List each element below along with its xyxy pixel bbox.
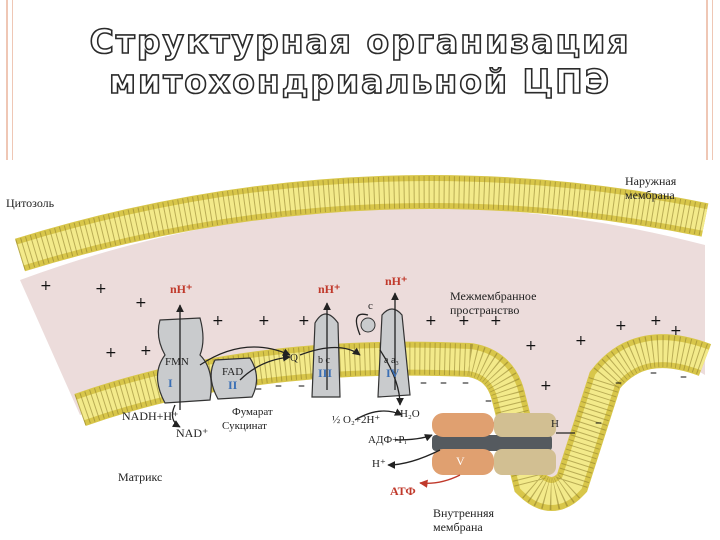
cytochrome-c: [360, 317, 376, 333]
svg-text:+: +: [490, 313, 502, 329]
label-fad: FAD: [222, 366, 243, 378]
label-h-plus: H⁺: [372, 458, 386, 470]
label-inner-membrane-1: Внутренняя: [433, 506, 495, 520]
title-block: Структурная организация митохондриальной…: [0, 21, 720, 102]
label-fmn: FMN: [165, 356, 189, 368]
label-fumarate: Фумарат: [232, 406, 273, 418]
svg-text:+: +: [140, 343, 152, 359]
label-intermembrane-2: пространство: [450, 303, 519, 317]
atp-synthase-head-bottom: [432, 449, 494, 475]
label-nadh: NADH+H⁺: [122, 409, 178, 423]
atp-synthase-stalk: [432, 435, 552, 451]
svg-text:+: +: [212, 313, 224, 329]
label-matrix: Матрикс: [118, 470, 162, 484]
arrows: [171, 292, 575, 469]
svg-text:–: –: [615, 375, 622, 391]
label-adp: АДФ+Pᵢ: [368, 434, 406, 446]
svg-text:–: –: [420, 375, 427, 391]
svg-text:–: –: [595, 415, 602, 431]
label-atp: АТФ: [390, 484, 416, 498]
svg-text:–: –: [298, 378, 305, 394]
svg-text:+: +: [670, 323, 682, 339]
svg-text:+: +: [615, 318, 627, 334]
svg-text:+: +: [105, 345, 117, 361]
label-intermembrane-1: Межмембранное: [450, 289, 536, 303]
svg-text:–: –: [275, 378, 282, 394]
label-nh-complex-3: nH⁺: [318, 282, 340, 296]
label-nh-complex-4: nH⁺: [385, 274, 407, 288]
label-cytochrome-c: c: [368, 300, 373, 312]
svg-text:–: –: [462, 375, 469, 391]
outer-membrane-stripes: [15, 176, 709, 271]
svg-text:–: –: [255, 381, 262, 397]
svg-text:+: +: [258, 313, 270, 329]
svg-text:+: +: [95, 281, 107, 297]
complex-1: [156, 317, 212, 404]
svg-text:+: +: [525, 338, 537, 354]
decor-line-left-1: [6, 0, 8, 160]
decor-line-right-1: [706, 0, 708, 160]
svg-text:+: +: [650, 313, 662, 329]
label-nh-complex-1: nH⁺: [170, 282, 192, 296]
complex-2: [210, 357, 258, 400]
title-line-2: митохондриальной ЦПЭ: [108, 61, 611, 102]
atp-synthase-base-top: [494, 413, 556, 437]
label-complex-3-number: III: [318, 366, 332, 380]
label-complex-1-number: I: [168, 376, 173, 390]
svg-text:+: +: [458, 313, 470, 329]
svg-text:–: –: [440, 375, 447, 391]
label-aa3: a a₃: [384, 355, 399, 366]
label-complex-5-number: V: [456, 454, 465, 468]
label-q: Q: [290, 352, 298, 364]
label-h-top: H: [551, 418, 559, 430]
decor-line-left-2: [12, 0, 13, 160]
complex-4: [377, 308, 411, 398]
label-o2: ½ O₂+2H⁺: [332, 414, 380, 426]
svg-text:+: +: [540, 378, 552, 394]
label-complex-4-number: IV: [386, 366, 400, 380]
atp-output-arrow: [419, 474, 461, 488]
svg-text:+: +: [575, 333, 587, 349]
svg-text:–: –: [650, 365, 657, 381]
atp-synthase-head-top: [432, 413, 494, 437]
complex-3: [311, 313, 341, 398]
label-succinate: Сукцинат: [222, 420, 267, 432]
decor-line-right-2: [712, 0, 713, 160]
label-nad: NAD⁺: [176, 426, 208, 440]
label-h2o: H₂O: [400, 408, 420, 420]
plus-signs: ++ ++ ++ ++ ++ ++ ++ ++ ++: [40, 278, 682, 434]
svg-text:+: +: [298, 313, 310, 329]
label-outer-membrane-1: Наружная: [625, 174, 677, 188]
svg-text:+: +: [425, 313, 437, 329]
svg-text:+: +: [135, 295, 147, 311]
label-inner-membrane-2: мембрана: [433, 520, 483, 534]
mitochondrial-etc-diagram: ++ ++ ++ ++ ++ ++ ++ ++ ++ –– –– –– –– –…: [6, 174, 712, 534]
label-outer-membrane-2: мембрана: [625, 188, 675, 202]
label-cytosol: Цитозоль: [6, 196, 55, 210]
label-complex-2-number: II: [228, 378, 238, 392]
svg-text:+: +: [40, 278, 52, 294]
title-line-1: Структурная организация: [89, 21, 631, 62]
svg-text:–: –: [680, 369, 687, 385]
atp-synthase-base-bottom: [494, 449, 556, 475]
svg-text:–: –: [485, 393, 492, 409]
label-bc: b c: [318, 355, 331, 366]
